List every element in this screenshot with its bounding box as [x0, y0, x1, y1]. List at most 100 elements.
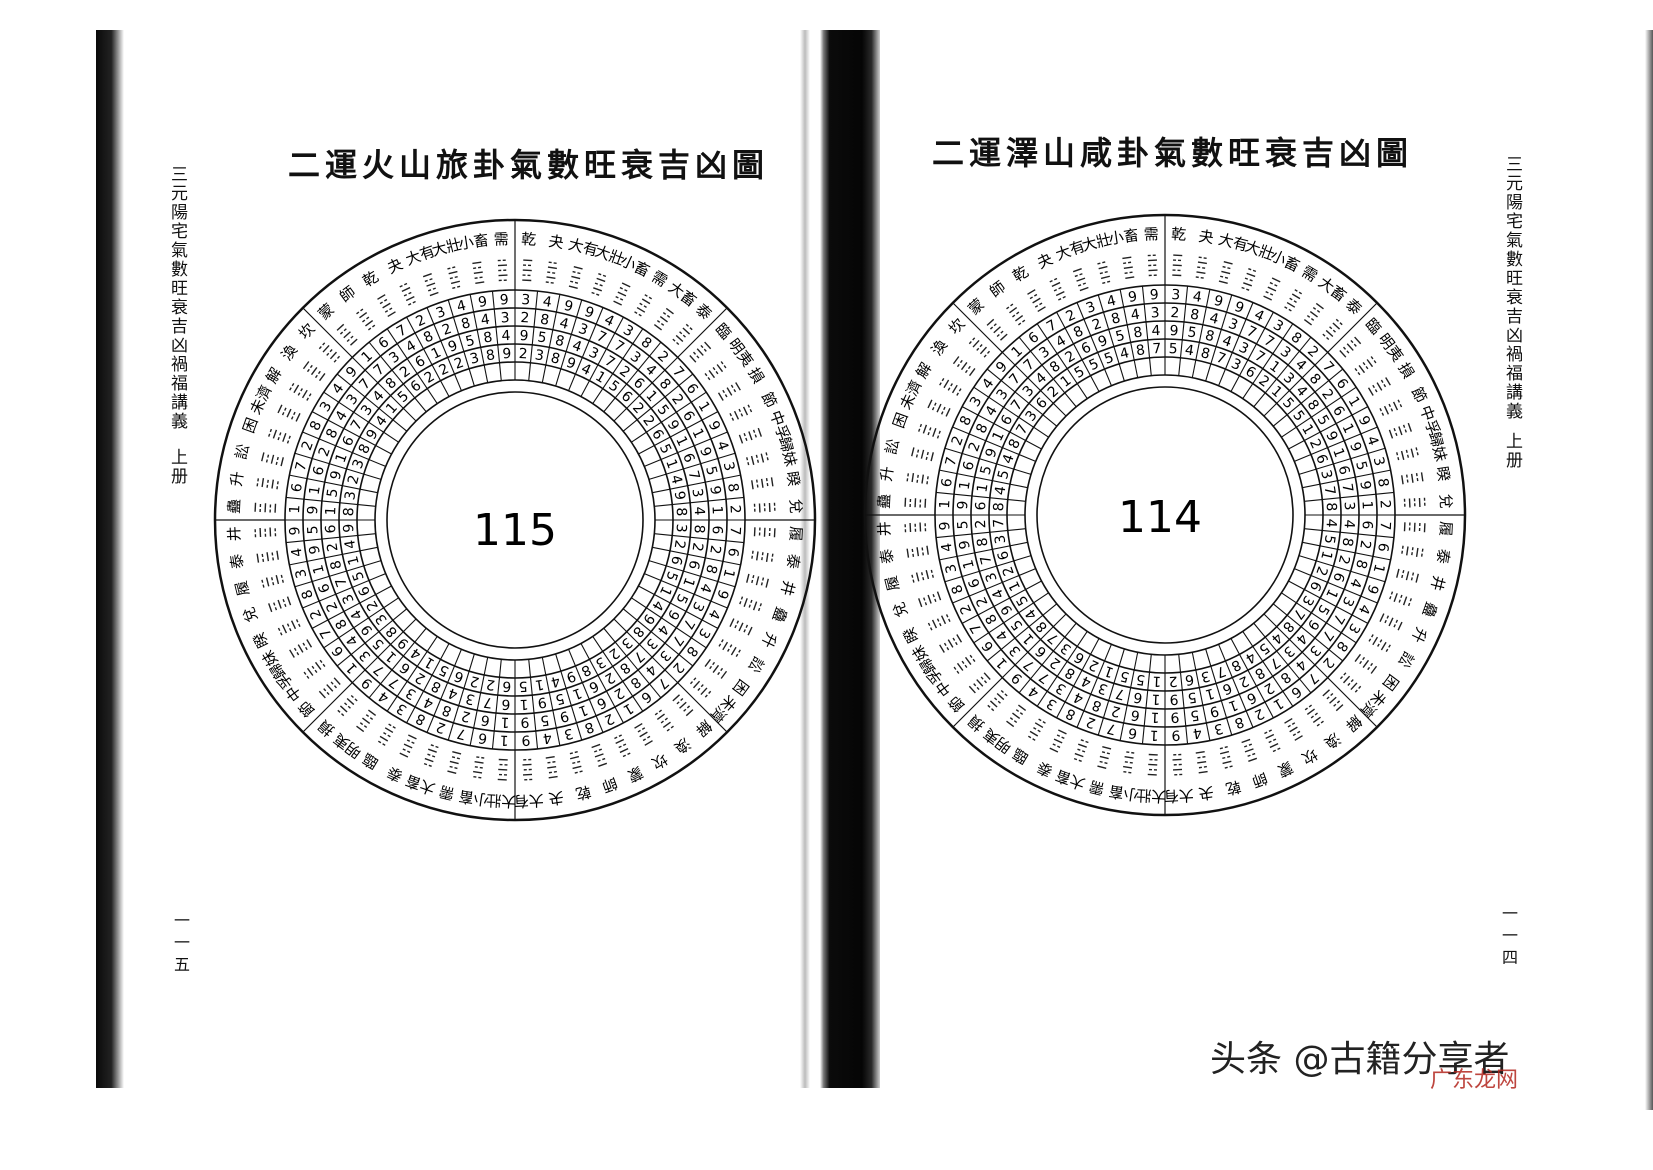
trigram-line: [365, 319, 374, 327]
trigram-line: [621, 282, 631, 288]
number-cell: 6: [1127, 724, 1138, 741]
hexagram-name: 歸妹: [1425, 430, 1450, 463]
hexagram-name: 乾: [359, 267, 381, 290]
trigram-line: [752, 429, 758, 439]
hexagram-name: 訟: [1394, 648, 1417, 670]
trigram-line: [1197, 266, 1207, 270]
number-cell: 6: [667, 554, 685, 567]
number-cell: 8: [1352, 558, 1370, 571]
hexagram-name: 明夷: [330, 730, 365, 762]
trigram-line: [329, 680, 338, 689]
trigram-line: [569, 280, 580, 285]
hexagram-name: 未濟: [896, 377, 925, 412]
trigram-line: [547, 271, 557, 275]
trigram-line: [915, 448, 920, 458]
trigram-line: [282, 432, 287, 442]
number-cell: 1: [310, 563, 328, 576]
trigram-line: [617, 291, 627, 297]
cell-divider: [1001, 613, 1067, 679]
trigram-line: [333, 677, 341, 685]
trigram-line: [1415, 547, 1419, 557]
hexagram-name: 大畜: [1315, 273, 1350, 305]
trigram-line: [956, 359, 964, 368]
number-cell: 4: [542, 294, 553, 311]
trigram-line: [362, 315, 371, 323]
number-cell: 8: [482, 329, 493, 346]
trigram-line: [972, 682, 980, 691]
hexagram-name: 需: [437, 782, 456, 803]
hexagram-name: 大壯: [486, 791, 517, 810]
trigram-line: [750, 574, 755, 585]
trigram-line: [1354, 653, 1362, 662]
cell-divider: [469, 294, 489, 383]
hexagram-name: 師: [986, 278, 1009, 301]
hexagram-name: 需: [1087, 777, 1106, 798]
hexagram-name: 睽: [783, 470, 803, 487]
number-cell: 5: [1168, 341, 1178, 357]
trigram-line: [474, 276, 484, 280]
trigram-line: [272, 601, 278, 611]
trigram-line: [1034, 301, 1044, 308]
trigram-line: [662, 311, 671, 319]
number-cell: 1: [709, 505, 725, 515]
trigram-line: [1029, 293, 1039, 300]
number-cell: 2: [602, 710, 617, 728]
trigram-line: [1123, 765, 1133, 769]
number-cell: 3: [464, 690, 477, 708]
trigram-line: [546, 276, 556, 280]
trigram-line: [1335, 318, 1344, 326]
trigram-line: [271, 551, 275, 561]
trigram-line: [591, 291, 601, 297]
trigram-line: [1195, 751, 1205, 754]
trigram-line: [700, 344, 708, 353]
trigram-line: [1072, 757, 1082, 762]
number-cell: 9: [328, 469, 346, 482]
hexagram-name: 渙: [671, 734, 694, 757]
trigram-line: [596, 277, 606, 283]
trigram-line: [717, 639, 724, 648]
number-cell: 3: [943, 562, 961, 575]
number-cell: 9: [562, 298, 575, 316]
hexagram-name: 損: [1394, 359, 1417, 381]
hexagram-name: 大畜: [403, 771, 437, 798]
trigram-line: [422, 762, 432, 767]
hexagram-name: 訟: [882, 437, 903, 456]
trigram-line: [1420, 548, 1424, 558]
trigram-line: [1398, 426, 1403, 436]
trigram-line: [268, 427, 273, 437]
trigram-line: [1123, 760, 1133, 764]
trigram-line: [613, 300, 622, 306]
number-cell: 8: [299, 587, 317, 601]
trigram-line: [1098, 265, 1108, 270]
trigram-line: [281, 406, 288, 416]
trigram-line: [1284, 717, 1293, 724]
trigram-line: [918, 598, 923, 608]
cell-divider: [631, 597, 707, 649]
trigram-line: [956, 387, 963, 396]
trigram-line: [1049, 747, 1059, 753]
number-cell: 8: [413, 710, 428, 728]
trigram-line: [548, 775, 558, 779]
trigram-line: [1294, 289, 1303, 295]
cell-divider: [1230, 638, 1274, 719]
number-cell: 2: [1356, 539, 1373, 550]
trigram-line: [473, 770, 483, 774]
trigram-line: [429, 291, 439, 297]
number-cell: 3: [1199, 667, 1212, 685]
trigram-line: [911, 547, 915, 557]
trigram-line: [696, 684, 704, 692]
cell-divider: [1272, 368, 1344, 427]
trigram-line: [1392, 619, 1399, 629]
trigram-line: [1102, 746, 1112, 750]
trigram-line: [1398, 594, 1403, 604]
trigram-line: [911, 447, 915, 457]
trigram-line: [1350, 682, 1358, 691]
trigram-line: [615, 295, 625, 302]
trigram-line: [384, 306, 394, 313]
trigram-line: [1376, 639, 1383, 648]
trigram-line: [700, 687, 708, 696]
number-cell: 2: [345, 473, 363, 486]
trigram-line: [730, 384, 737, 394]
cell-divider: [952, 426, 1036, 462]
